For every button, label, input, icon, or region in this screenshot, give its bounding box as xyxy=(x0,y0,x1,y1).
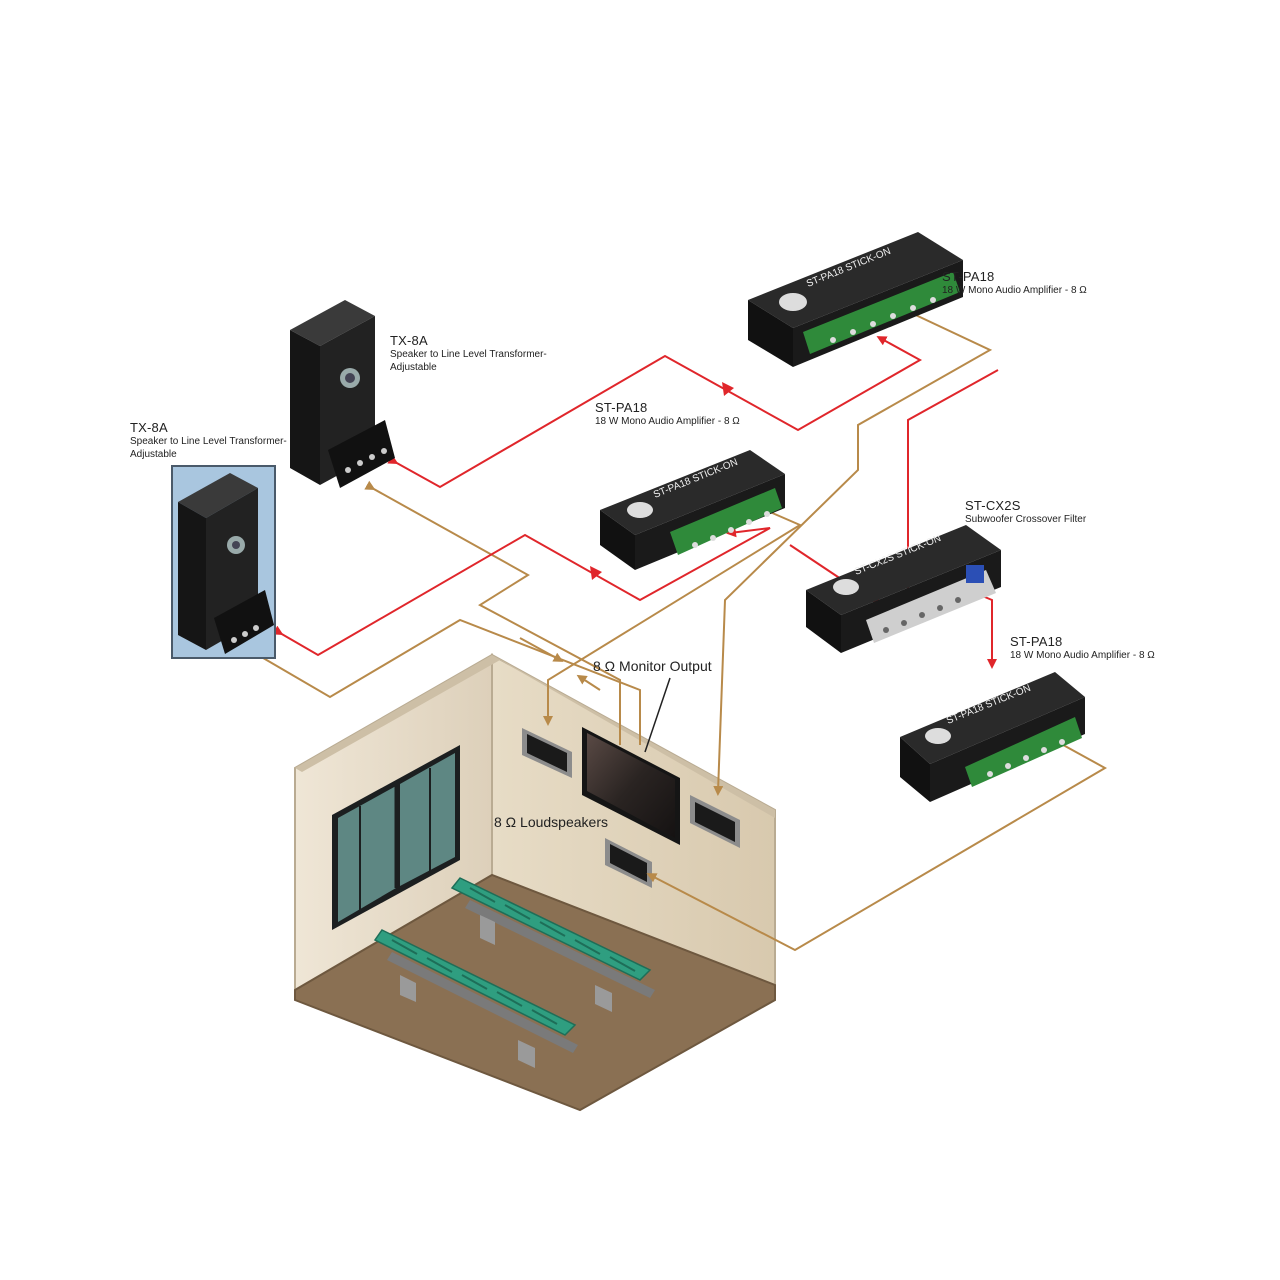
bench-back xyxy=(450,877,655,1012)
label-stpa18-bottom: ST-PA18 18 W Mono Audio Amplifier - 8 Ω xyxy=(1010,634,1155,662)
label-stcx2s: ST-CX2S Subwoofer Crossover Filter xyxy=(965,498,1086,526)
callout-loudspeakers: 8 Ω Loudspeakers xyxy=(494,814,608,830)
stcx2s-name: ST-CX2S xyxy=(965,498,1021,513)
loudspeaker-sub xyxy=(605,838,652,888)
stcx2s-device: ST-CX2S STICK-ON xyxy=(806,525,1001,653)
tx8a-top-device xyxy=(290,300,395,488)
stpa18-bottom-desc: 18 W Mono Audio Amplifier - 8 Ω xyxy=(1010,650,1155,661)
label-stpa18-top: ST-PA18 18 W Mono Audio Amplifier - 8 Ω xyxy=(942,269,1087,297)
room xyxy=(294,653,776,1112)
callout-monitor-output: 8 Ω Monitor Output xyxy=(593,658,712,674)
stpa18-mid-device: ST-PA18 STICK-ON xyxy=(600,450,785,570)
tx8a-left-desc2: Adjustable xyxy=(130,449,177,460)
label-tx8a-top: TX-8A Speaker to Line Level Transformer-… xyxy=(390,333,547,374)
tx8a-left-name: TX-8A xyxy=(130,420,168,435)
label-stpa18-mid: ST-PA18 18 W Mono Audio Amplifier - 8 Ω xyxy=(595,400,740,428)
tx8a-top-desc: Speaker to Line Level Transformer- xyxy=(390,349,547,360)
wire-pa18-top-to-cx2s xyxy=(903,369,999,604)
loudspeaker-right xyxy=(690,795,740,848)
loudspeaker-left xyxy=(522,728,572,778)
signal-arrowheads xyxy=(590,382,734,580)
room-floor xyxy=(294,873,776,1112)
stpa18-mid-name: ST-PA18 xyxy=(595,400,648,415)
tx8a-left-desc: Speaker to Line Level Transformer- xyxy=(130,436,287,447)
wire-tx8a-top-to-pa18-top xyxy=(387,336,923,489)
stpa18-bottom-device: ST-PA18 STICK-ON xyxy=(900,672,1085,802)
tx8a-top-desc2: Adjustable xyxy=(390,362,437,373)
monitor-display xyxy=(582,727,680,845)
monitor-callout-line xyxy=(644,677,671,753)
bench-front xyxy=(373,929,578,1068)
stpa18-top-desc: 18 W Mono Audio Amplifier - 8 Ω xyxy=(942,285,1087,296)
tx8a-left-device xyxy=(171,465,276,659)
tx8a-top-name: TX-8A xyxy=(390,333,428,348)
stpa18-top-device: ST-PA18 STICK-ON xyxy=(748,232,963,367)
glass-doors xyxy=(332,745,460,930)
wire-tx8a-left-to-pa18-mid xyxy=(272,527,771,657)
stpa18-bottom-name: ST-PA18 xyxy=(1010,634,1063,649)
stpa18-mid-desc: 18 W Mono Audio Amplifier - 8 Ω xyxy=(595,416,740,427)
stcx2s-desc: Subwoofer Crossover Filter xyxy=(965,514,1087,525)
label-tx8a-left: TX-8A Speaker to Line Level Transformer-… xyxy=(130,420,287,461)
wire-pa18-bottom-out xyxy=(646,734,1108,952)
stpa18-top-name: ST-PA18 xyxy=(942,269,995,284)
